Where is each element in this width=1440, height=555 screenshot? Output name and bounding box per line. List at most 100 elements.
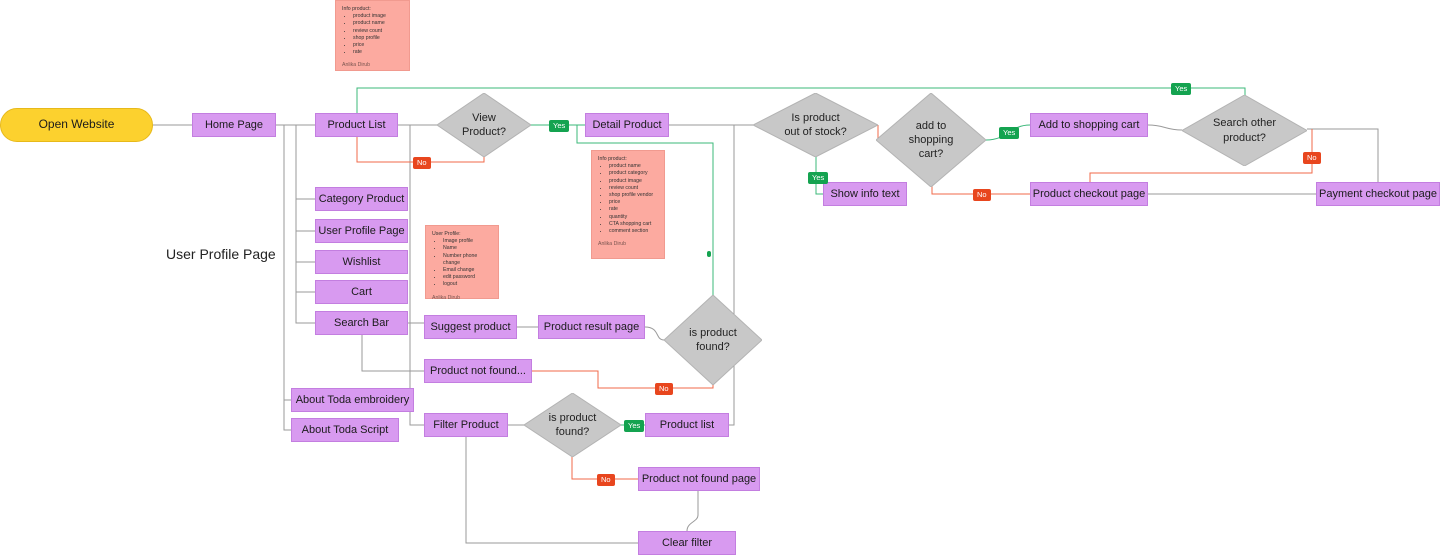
diamond-shape	[753, 93, 878, 157]
note-title: User Profile:	[432, 231, 461, 237]
diamond-shape	[437, 93, 531, 157]
product-list-label: Product List	[327, 118, 386, 131]
edge-productlist-filter	[409, 125, 424, 426]
note-item: price	[609, 199, 658, 206]
product-list-node[interactable]: Product List	[315, 113, 398, 137]
note-item: quantity	[609, 214, 658, 221]
note-item: product name	[609, 163, 658, 170]
note-item: rate	[609, 206, 658, 213]
add-to-cart-line1: add to	[915, 119, 947, 132]
payment-checkout-node[interactable]: Payment checkout page	[1316, 182, 1440, 206]
note-item: product name	[353, 20, 403, 27]
edge-cart-search	[1147, 124, 1183, 131]
show-info-node[interactable]: Show info text	[823, 182, 907, 206]
product-result-node[interactable]: Product result page	[538, 315, 645, 339]
clear-filter-node[interactable]: Clear filter	[638, 531, 736, 555]
edge-search-payment	[1307, 128, 1379, 182]
note-item: shop profile	[353, 35, 403, 42]
yes-badge-view: Yes	[549, 120, 570, 132]
search-found-line1: is product	[689, 326, 737, 339]
note-title: Info product:	[598, 156, 627, 162]
note-item: logout	[443, 281, 492, 288]
yes-badge-stock: Yes	[808, 172, 829, 184]
note-info-product-detail: Info product: product name product categ…	[591, 150, 665, 259]
note-info-product-list: Info product: product image product name…	[335, 0, 410, 71]
search-other-line1: Search other	[1213, 117, 1276, 130]
detail-product-node[interactable]: Detail Product	[585, 113, 669, 137]
search-bar-label: Search Bar	[333, 316, 390, 329]
no-badge-add-cart: No	[973, 189, 991, 201]
about-script-node[interactable]: About Toda Script	[291, 418, 399, 442]
note-author: Anlika Dirub	[432, 294, 460, 301]
no-badge-search-found: No	[655, 383, 673, 395]
diamond-shape	[664, 295, 762, 385]
edge-productlist-back	[729, 125, 735, 426]
edge-found-notfound-no	[532, 370, 714, 389]
user-profile-node[interactable]: User Profile Page	[315, 219, 408, 243]
yes-badge-search-other: Yes	[1171, 83, 1192, 95]
about-embroidery-node[interactable]: About Toda embroidery	[291, 388, 414, 412]
category-product-node[interactable]: Category Product	[315, 187, 408, 211]
diamond-shape	[876, 93, 986, 187]
note-item: product category	[609, 170, 658, 177]
cart-label: Cart	[351, 285, 372, 298]
add-to-cart-line2: shopping	[908, 133, 954, 146]
no-badge-view: No	[413, 157, 431, 169]
cart-node[interactable]: Cart	[315, 280, 408, 304]
filter-product-label: Filter Product	[433, 418, 499, 431]
edge-addcart-checkout-no	[931, 185, 1030, 195]
edge-found-detail-yes	[576, 125, 714, 295]
suggest-product-node[interactable]: Suggest product	[424, 315, 517, 339]
product-checkout-label: Product checkout page	[1032, 187, 1146, 200]
note-list: product image product name review count …	[342, 13, 403, 56]
view-product-line2: Product?	[461, 126, 507, 138]
search-other-line2: product?	[1223, 131, 1266, 144]
note-item: review count	[353, 28, 403, 35]
not-found-page-label: Product not found page	[641, 472, 757, 485]
open-website-node[interactable]: Open Website	[0, 108, 153, 142]
product-not-found-node[interactable]: Product not found...	[424, 359, 532, 383]
edge-home-about	[283, 125, 291, 431]
yes-badge-add-cart: Yes	[999, 127, 1020, 139]
filter-found-line1: is product	[548, 411, 597, 424]
not-found-page-node[interactable]: Product not found page	[638, 467, 760, 491]
note-item: Number phone change	[443, 253, 492, 267]
wishlist-node[interactable]: Wishlist	[315, 250, 408, 274]
edge-filter-clear	[465, 437, 638, 544]
add-to-cart-label: Add to shopping cart	[1038, 118, 1140, 131]
note-list: Image profile Name Number phone change E…	[432, 238, 492, 288]
add-to-cart-node[interactable]: Add to shopping cart	[1030, 113, 1148, 137]
note-item: comment section	[609, 228, 658, 235]
no-badge-filter: No	[597, 474, 615, 486]
note-item: product image	[609, 178, 658, 185]
note-item: CTA shopping cart	[609, 221, 658, 228]
yes-marker-found	[707, 251, 711, 257]
product-checkout-node[interactable]: Product checkout page	[1030, 182, 1148, 206]
filter-product-node[interactable]: Filter Product	[424, 413, 508, 437]
note-author: Anlika Dirub	[598, 241, 626, 248]
product-list-filter-node[interactable]: Product list	[645, 413, 729, 437]
open-website-label: Open Website	[38, 117, 115, 132]
note-item: Email change	[443, 267, 492, 274]
detail-product-label: Detail Product	[592, 118, 662, 131]
home-page-node[interactable]: Home Page	[192, 113, 276, 137]
note-list: product name product category product im…	[598, 163, 658, 235]
home-page-label: Home Page	[204, 118, 264, 131]
wishlist-label: Wishlist	[342, 255, 381, 268]
show-info-label: Show info text	[830, 187, 900, 200]
edge-stock-info-yes	[815, 157, 823, 195]
edge-searchother-checkout-no	[1089, 129, 1313, 182]
search-bar-node[interactable]: Search Bar	[315, 311, 408, 335]
product-result-label: Product result page	[543, 320, 640, 333]
